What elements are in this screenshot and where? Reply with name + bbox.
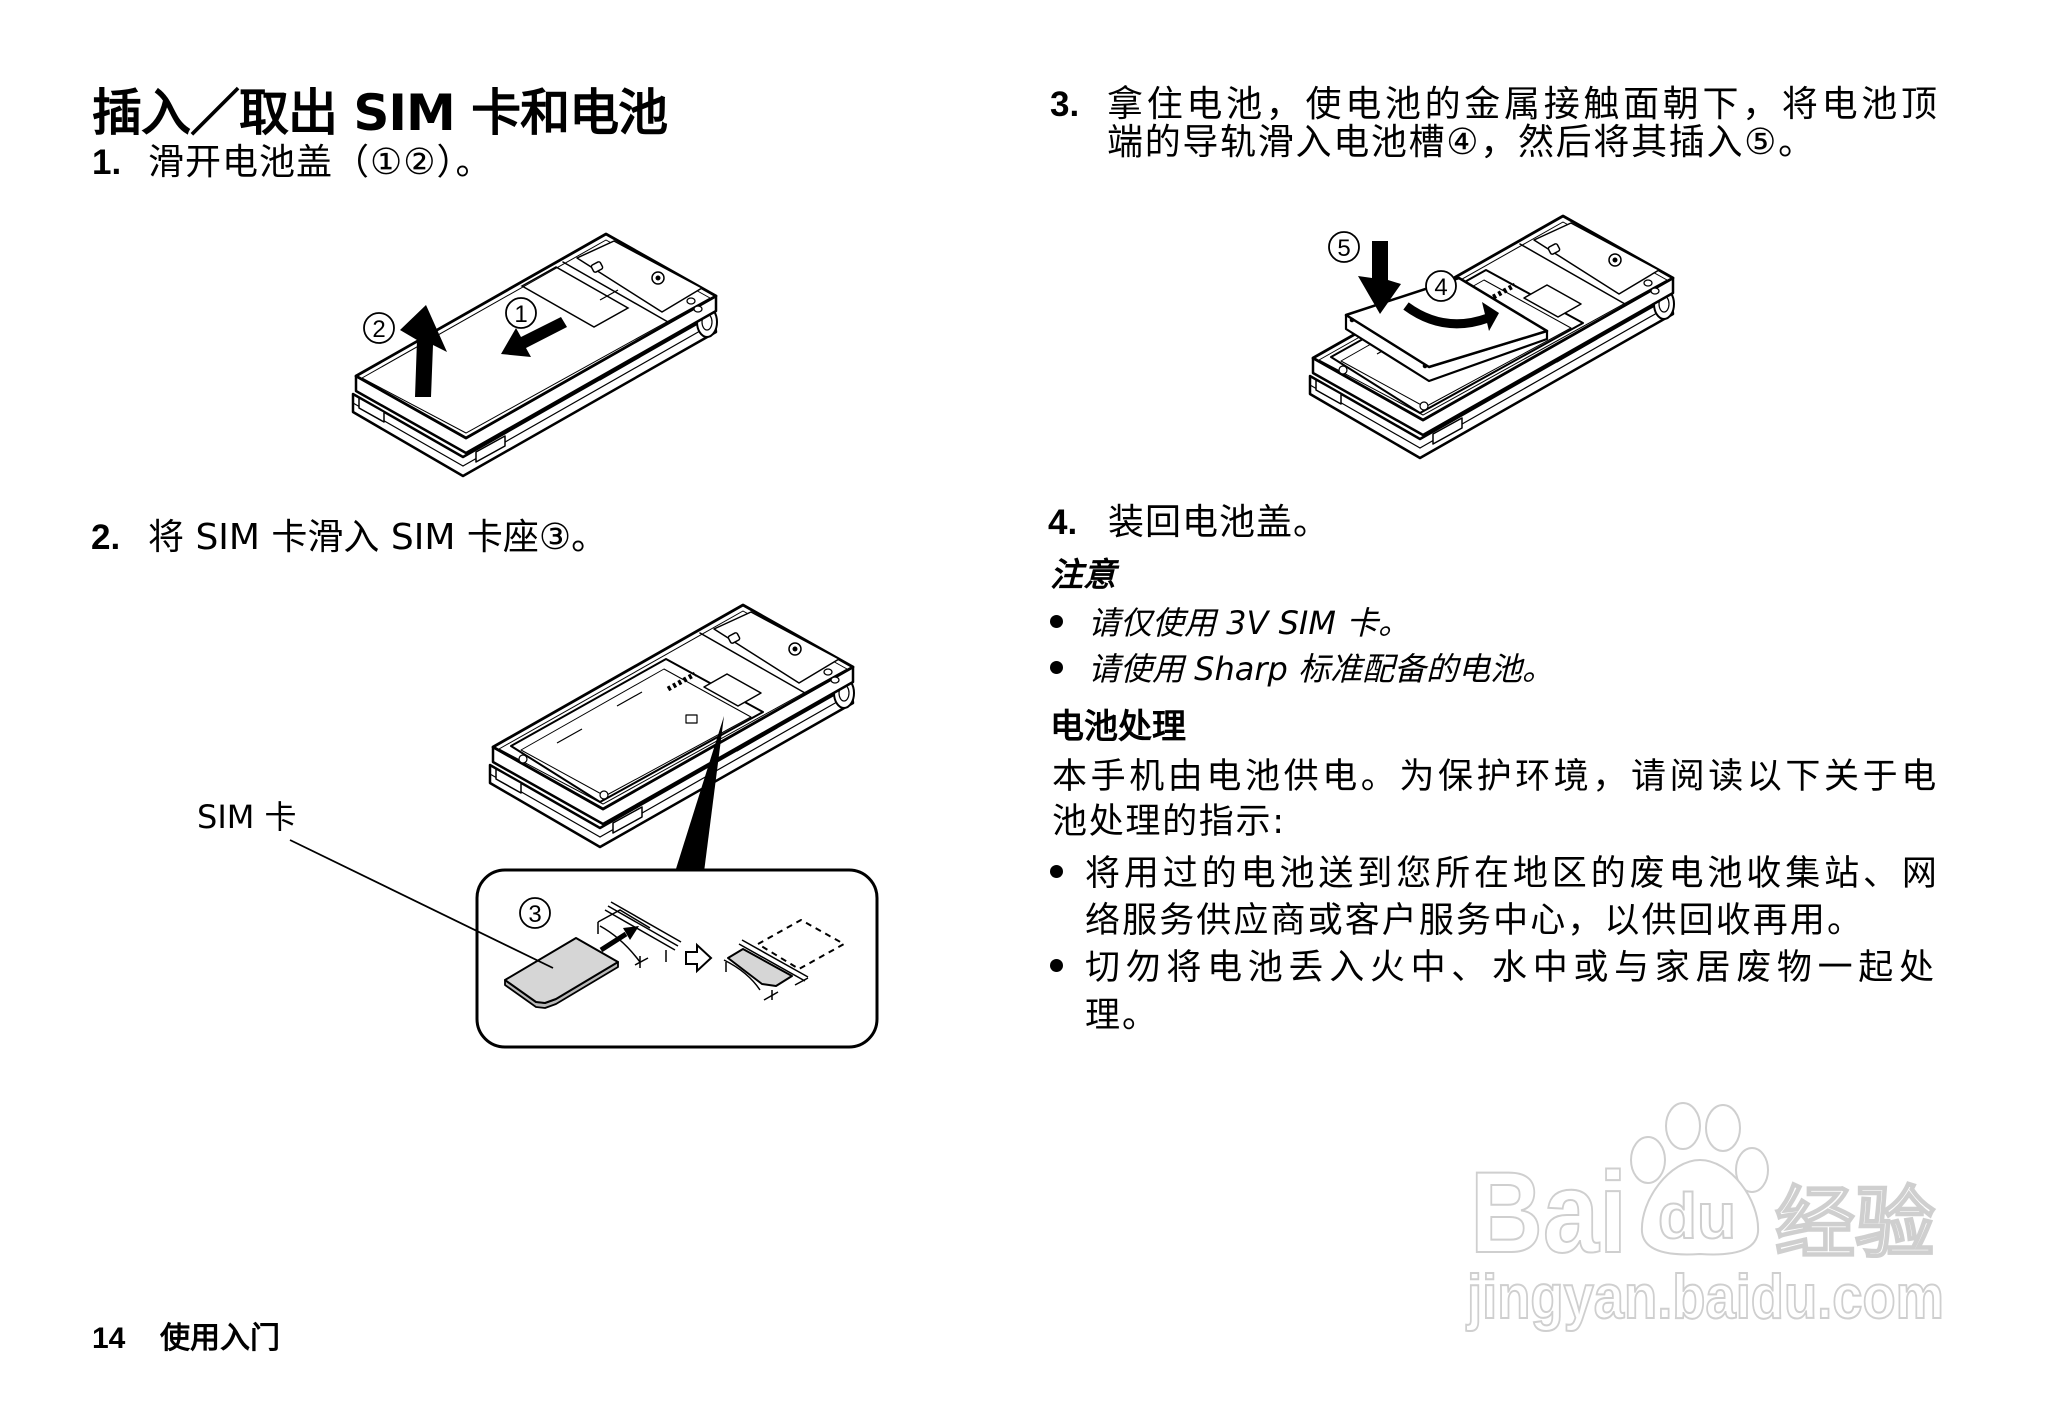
sim-card-label: SIM 卡 (197, 798, 297, 836)
arrow-up-icon (400, 305, 447, 397)
page-number: 14 (92, 1322, 126, 1355)
note-heading: 注意 (1050, 555, 1116, 594)
callout-5: 5 (1328, 231, 1360, 263)
then-arrow-icon (685, 942, 713, 974)
arrow-curve-icon (1403, 302, 1490, 329)
step-text: 滑开电池盖（①②）。 (148, 142, 493, 183)
step-number: 1. (92, 143, 122, 182)
phone-figure-1: 2 1 (351, 232, 719, 478)
svg-text:2: 2 (372, 316, 385, 343)
step-3-line-2: 端的导轨滑入电池槽④，然后将其插入⑤。 (1107, 122, 1816, 163)
sim-slot-icon (597, 901, 682, 968)
note-bullet-text: 请仅使用 3V SIM 卡。 (1088, 604, 1411, 642)
paw-pad-icon (1640, 1158, 1760, 1256)
callout-3: 3 (519, 897, 551, 929)
disposal-bullet-1-line-2: 络服务供应商或客户服务中心，以供回收再用。 (1085, 901, 1865, 941)
step-number: 3. (1050, 85, 1080, 124)
paw-toe-icon (1665, 1102, 1701, 1150)
svg-text:经验: 经验 (1775, 1179, 1935, 1267)
phone-figure-2: 3 (289, 603, 879, 1049)
step-number: 4. (1048, 503, 1078, 542)
page-title: 插入／取出 SIM 卡和电池 (92, 84, 668, 142)
svg-text:1: 1 (514, 301, 527, 328)
step-text-line-1: 拿住电池，使电池的金属接触面朝下，将电池顶 (1107, 84, 1941, 125)
callout-4: 4 (1425, 270, 1457, 302)
bullet-icon (1050, 864, 1063, 878)
svg-text:jingyan.baidu.com: jingyan.baidu.com (1466, 1263, 1944, 1332)
zoom-pointer (675, 716, 724, 872)
svg-text:4: 4 (1434, 274, 1447, 301)
step-2: 2. 将 SIM 卡滑入 SIM 卡座③。 (91, 518, 607, 558)
battery-cover-latch (520, 266, 630, 328)
bullet-icon (1050, 660, 1063, 674)
page-footer: 14 使用入门 (92, 1321, 280, 1357)
disposal-bullet-2: 切勿将电池丢入火中、水中或与家居废物一起处 (1050, 948, 1940, 988)
step-4: 4. 装回电池盖。 (1048, 503, 1330, 543)
arrow-down-icon (1358, 241, 1401, 314)
svg-text:3: 3 (528, 901, 541, 928)
step-text: 将 SIM 卡滑入 SIM 卡座③。 (148, 517, 608, 558)
callout-2: 2 (363, 312, 395, 344)
disposal-bullet-2-line-2: 理。 (1085, 996, 1160, 1036)
svg-text:Bai: Bai (1470, 1149, 1627, 1277)
disposal-paragraph-line-2: 池处理的指示: (1052, 802, 1286, 842)
step-3: 3. 拿住电池，使电池的金属接触面朝下，将电池顶 (1050, 85, 1941, 125)
paw-toe-icon (1630, 1136, 1666, 1184)
bullet-icon (1050, 958, 1063, 972)
note-bullet-text: 请使用 Sharp 标准配备的电池。 (1088, 650, 1555, 688)
phone-figure-3: 5 4 (1308, 214, 1676, 460)
bullet-icon (1050, 614, 1063, 628)
callout-1: 1 (505, 297, 537, 329)
step-number: 2. (91, 518, 121, 557)
svg-text:5: 5 (1337, 235, 1350, 262)
step-text: 装回电池盖。 (1108, 502, 1331, 543)
note-bullet-1: 请仅使用 3V SIM 卡。 (1050, 604, 1410, 642)
sim-label-leader (289, 839, 554, 969)
note-bullet-2: 请使用 Sharp 标准配备的电池。 (1050, 650, 1554, 688)
arrow-slide-icon (501, 317, 567, 357)
step-1: 1. 滑开电池盖（①②）。 (92, 143, 493, 183)
disposal-heading: 电池处理 (1050, 707, 1186, 747)
section-name: 使用入门 (160, 1321, 280, 1356)
bullet-text-line-1: 将用过的电池送到您所在地区的废电池收集站、网 (1085, 854, 1941, 894)
paw-toe-icon (1735, 1147, 1769, 1193)
sim-inserted-icon (723, 919, 845, 1001)
inset-box (475, 868, 879, 1049)
paw-toe-icon (1705, 1104, 1741, 1152)
bullet-text-line-1: 切勿将电池丢入火中、水中或与家居废物一起处 (1085, 948, 1940, 988)
svg-text:du: du (1658, 1180, 1736, 1252)
disposal-paragraph-line-1: 本手机由电池供电。为保护环境，请阅读以下关于电 (1052, 757, 1940, 797)
sim-card-icon (504, 937, 619, 1009)
disposal-bullet-1: 将用过的电池送到您所在地区的废电池收集站、网 (1050, 854, 1941, 894)
baidu-watermark: Bai du 经验 jingyan.baidu.com (1465, 1102, 1945, 1333)
